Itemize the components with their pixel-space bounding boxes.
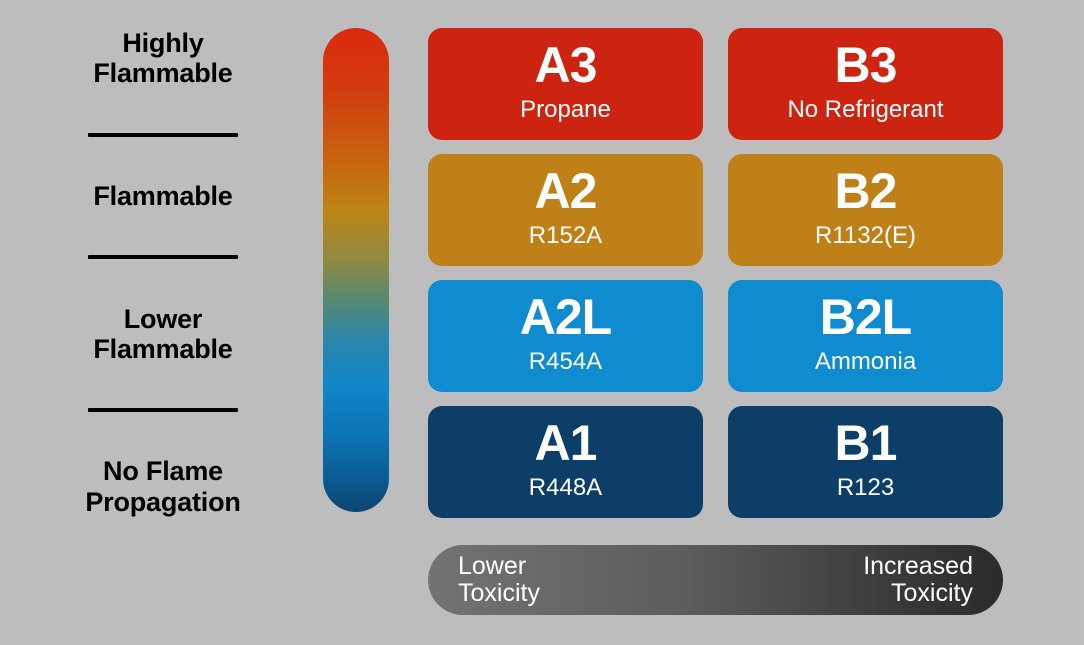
flammability-label-no-flame-propagation: No Flame Propagation [85, 456, 241, 517]
class-card-a2l[interactable]: A2L R454A [428, 280, 703, 392]
class-refrigerant: R448A [528, 474, 603, 502]
class-refrigerant: R1132(E) [815, 222, 916, 250]
class-code: B1 [834, 415, 898, 472]
flammability-divider-2 [88, 255, 238, 260]
class-code: A1 [534, 415, 598, 472]
class-code: A3 [534, 37, 598, 94]
toxicity-gradient-bar: Lower Toxicity Increased Toxicity [428, 545, 1003, 615]
flammability-divider-1 [88, 132, 238, 137]
class-refrigerant: R123 [836, 474, 895, 502]
flammability-gradient-bar [323, 28, 389, 512]
flammability-divider-3 [88, 408, 238, 413]
class-card-a1[interactable]: A1 R448A [428, 406, 703, 518]
class-card-b3[interactable]: B3 No Refrigerant [728, 28, 1003, 140]
class-refrigerant: Ammonia [814, 348, 917, 376]
flammability-label-lower-flammable: Lower Flammable [93, 303, 233, 364]
class-refrigerant: Propane [520, 96, 611, 124]
class-card-b2[interactable]: B2 R1132(E) [728, 154, 1003, 266]
class-code: B2L [819, 289, 912, 346]
class-code: B3 [834, 37, 898, 94]
class-refrigerant: R152A [528, 222, 603, 250]
flammability-label-flammable: Flammable [93, 180, 233, 211]
class-code: B2 [834, 163, 898, 220]
toxicity-label-lower: Lower Toxicity [458, 551, 540, 607]
toxicity-label-increased: Increased Toxicity [863, 551, 973, 607]
class-code: A2L [519, 289, 612, 346]
class-card-b2l[interactable]: B2L Ammonia [728, 280, 1003, 392]
flammability-axis-labels: Highly Flammable Flammable Lower Flammab… [18, 28, 308, 517]
classification-card-grid: A3 Propane B3 No Refrigerant A2 R152A B2… [428, 28, 1003, 518]
class-card-a3[interactable]: A3 Propane [428, 28, 703, 140]
class-refrigerant: No Refrigerant [787, 96, 944, 124]
class-code: A2 [534, 163, 598, 220]
class-card-a2[interactable]: A2 R152A [428, 154, 703, 266]
class-refrigerant: R454A [528, 348, 603, 376]
flammability-label-highly-flammable: Highly Flammable [93, 28, 233, 89]
class-card-b1[interactable]: B1 R123 [728, 406, 1003, 518]
